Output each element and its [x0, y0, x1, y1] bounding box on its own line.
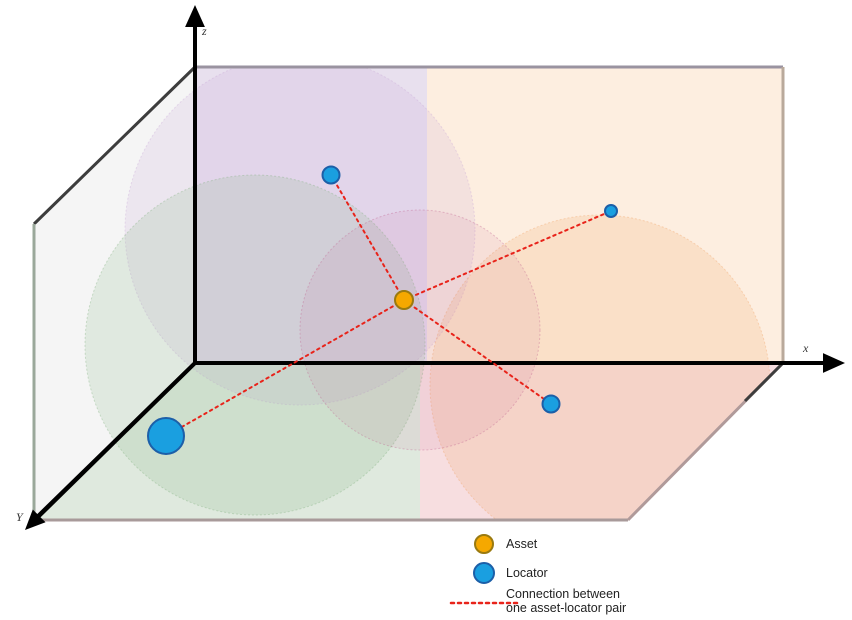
x-axis-label: x — [802, 341, 809, 355]
diagonal-top-left-edge — [32, 65, 197, 226]
y-axis-arrow — [25, 509, 46, 530]
connection-line-0 — [330, 174, 405, 301]
legend: Asset Locator Connection between one ass… — [449, 534, 626, 615]
floor-plane — [34, 363, 783, 520]
legend-locator-marker — [473, 562, 495, 584]
y-axis-label: Y — [16, 510, 24, 524]
connection-line-1 — [403, 210, 612, 301]
locator-large-bottom-left[interactable] — [147, 417, 185, 455]
legend-asset-label: Asset — [506, 537, 538, 551]
z-axis-arrow — [185, 5, 205, 27]
x-axis-arrow — [823, 353, 845, 373]
y-axis — [34, 361, 197, 521]
legend-locator-label: Locator — [506, 566, 548, 580]
legend-asset-marker — [474, 534, 494, 554]
sphere-purple — [124, 67, 476, 406]
sphere-magenta — [299, 209, 541, 451]
asset-point[interactable] — [394, 290, 414, 310]
right-corner-edge — [743, 361, 785, 403]
locator-lower-right[interactable] — [541, 394, 561, 414]
axes-group: z x Y — [16, 5, 845, 530]
locator-right-upper[interactable] — [604, 204, 618, 218]
z-axis-label: z — [201, 24, 207, 38]
connection-line-3 — [165, 299, 405, 437]
connection-line-2 — [403, 299, 552, 405]
legend-connection-label-line1: Connection between — [506, 587, 620, 601]
locator-upper-left[interactable] — [321, 165, 341, 185]
legend-connection-label-line2: one asset-locator pair — [506, 601, 626, 615]
left-wall — [34, 67, 195, 520]
locator-points — [147, 165, 618, 455]
connection-lines — [165, 174, 612, 437]
back-wall — [195, 67, 783, 363]
